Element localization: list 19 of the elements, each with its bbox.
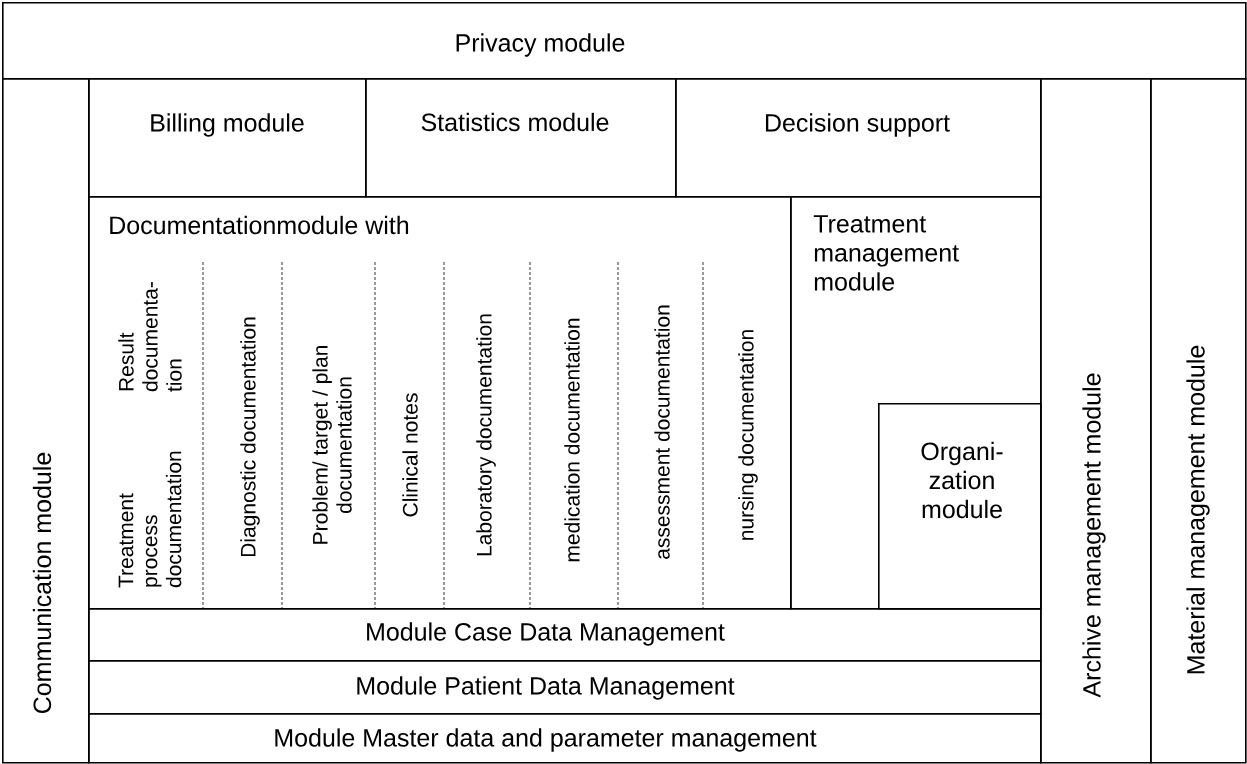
column-label: Diagnostic documentation <box>240 317 260 557</box>
column-label: Treatment process documentation <box>118 451 182 588</box>
column-label: nursing documentation <box>738 330 758 540</box>
column-label: medication documentation <box>564 318 580 562</box>
module-box: Statistics module <box>365 78 677 198</box>
column-label: Clinical notes <box>402 393 418 517</box>
column-label: Laboratory documentation <box>476 314 496 556</box>
module-box: Privacy module <box>2 2 1247 80</box>
column-label: assessment documentation <box>654 305 670 559</box>
module-box: Billing module <box>88 78 367 198</box>
module-box: Module Patient Data Management <box>88 660 1042 715</box>
column-label: Problem/ target / plan documentation <box>312 346 352 544</box>
module-box: Module Master data and parameter management <box>88 713 1042 764</box>
module-box: Material management module <box>1150 78 1247 764</box>
module-box: Organi- zation module <box>878 403 1042 610</box>
module-box: Communication module <box>2 78 90 764</box>
module-box: Decision support <box>675 78 1042 198</box>
module-box: Archive management module <box>1040 78 1152 764</box>
module-box: Module Case Data Management <box>88 608 1042 662</box>
